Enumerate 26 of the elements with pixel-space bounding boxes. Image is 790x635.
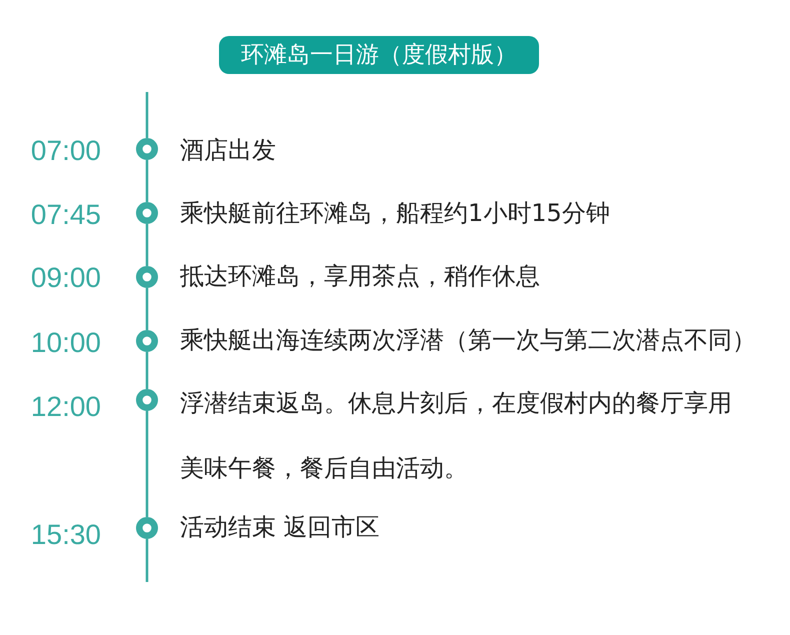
time-label: 15:30: [30, 519, 101, 550]
ring-icon: [136, 330, 158, 352]
timeline-line: [146, 160, 148, 202]
timeline-line: [146, 224, 148, 266]
ring-icon: [136, 517, 158, 539]
ring-icon: [136, 266, 158, 288]
event-description: 酒店出发: [180, 136, 276, 164]
event-description: 乘快艇前往环滩岛，船程约1小时15分钟: [180, 199, 610, 227]
title-banner: 环滩岛一日游（度假村版）: [219, 36, 539, 74]
time-label: 09:00: [30, 262, 101, 293]
ring-icon: [136, 389, 158, 411]
time-label: 07:00: [30, 135, 101, 166]
time-label: 12:00: [30, 391, 101, 422]
event-description: 乘快艇出海连续两次浮潜（第一次与第二次潜点不同）: [180, 326, 756, 354]
timeline-line: [146, 539, 148, 582]
event-description: 活动结束 返回市区: [180, 513, 380, 541]
timeline-line: [146, 92, 148, 138]
timeline-line: [146, 288, 148, 330]
event-description: 浮潜结束返岛。休息片刻后，在度假村内的餐厅享用美味午餐，餐后自由活动。: [180, 389, 732, 482]
timeline-line: [146, 411, 148, 517]
time-label: 07:45: [30, 199, 101, 230]
event-description: 抵达环滩岛，享用茶点，稍作休息: [180, 262, 540, 290]
ring-icon: [136, 138, 158, 160]
ring-icon: [136, 202, 158, 224]
timeline-line: [146, 352, 148, 389]
time-label: 10:00: [30, 327, 101, 358]
